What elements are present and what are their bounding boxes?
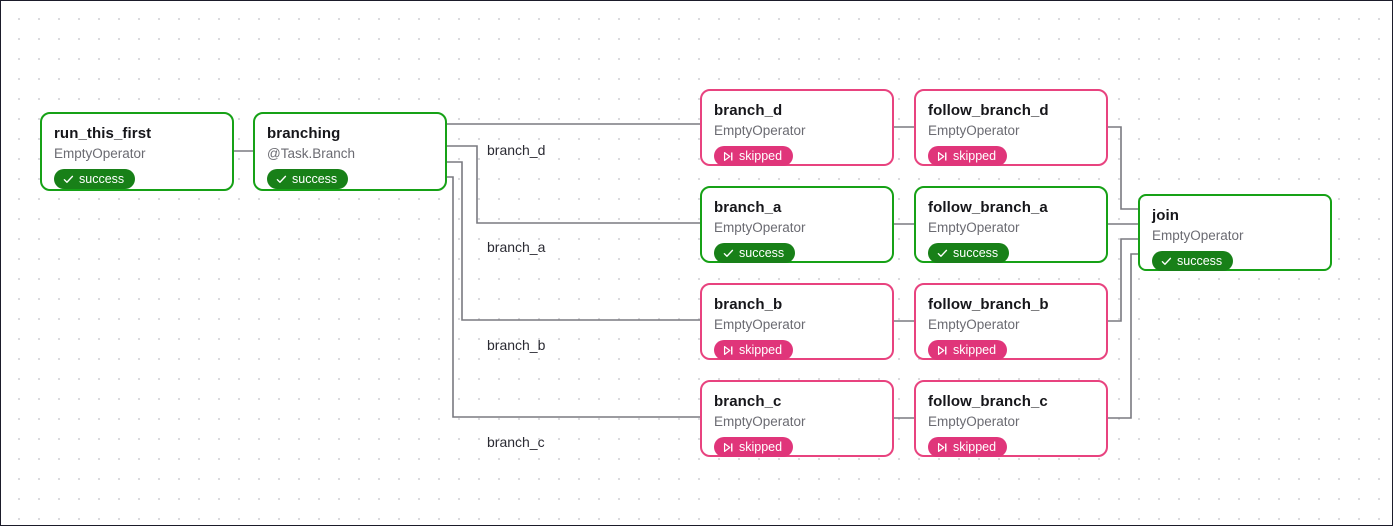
task-node-title: follow_branch_d [928,102,1049,119]
edge-label: branch_d [487,142,546,158]
edge-follow_branch_c-to-join [1108,253,1138,419]
status-badge[interactable]: skipped [714,340,794,360]
task-node-operator: EmptyOperator [928,220,1020,235]
status-badge[interactable]: skipped [928,437,1008,457]
task-node-branching[interactable]: branching @Task.Branch success [253,112,447,191]
skip-icon [723,442,734,453]
skip-icon [937,442,948,453]
edge-label: branch_b [487,337,546,353]
status-badge[interactable]: skipped [928,146,1008,166]
task-node-title: branch_d [714,102,783,119]
status-badge[interactable]: success [54,169,136,189]
task-node-title: follow_branch_b [928,296,1049,313]
status-badge-label: success [1177,254,1223,268]
task-node-title: run_this_first [54,125,152,142]
status-badge-label: skipped [953,440,997,454]
task-node-title: follow_branch_c [928,393,1048,410]
status-badge-label: skipped [953,149,997,163]
status-badge-label: success [292,172,338,186]
skip-icon [937,345,948,356]
task-node-operator: EmptyOperator [928,123,1020,138]
task-node-operator: EmptyOperator [714,123,806,138]
check-icon [1161,256,1172,267]
status-badge[interactable]: skipped [714,437,794,457]
status-badge-label: skipped [739,343,783,357]
status-badge-label: skipped [953,343,997,357]
edge-label: branch_a [487,239,546,255]
status-badge-label: success [953,246,999,260]
edge-label: branch_c [487,434,545,450]
status-badge-label: success [79,172,125,186]
task-node-operator: EmptyOperator [928,317,1020,332]
task-node-title: branching [267,125,341,142]
skip-icon [723,151,734,162]
status-badge[interactable]: success [1152,251,1234,271]
task-node-operator: EmptyOperator [1152,228,1244,243]
task-node-operator: EmptyOperator [928,414,1020,429]
task-node-title: branch_c [714,393,782,410]
status-badge-label: skipped [739,440,783,454]
task-node-operator: EmptyOperator [714,220,806,235]
edge-follow_branch_b-to-join [1108,238,1138,322]
edge-branching-to-branch_b [447,161,700,321]
check-icon [63,174,74,185]
skip-icon [723,345,734,356]
edge-branching-to-branch_c [447,176,700,418]
check-icon [276,174,287,185]
task-node-title: follow_branch_a [928,199,1048,216]
task-node-operator: EmptyOperator [714,414,806,429]
status-badge[interactable]: success [928,243,1010,263]
task-node-operator: @Task.Branch [267,146,355,161]
edge-follow_branch_d-to-join [1108,126,1138,210]
task-node-operator: EmptyOperator [714,317,806,332]
check-icon [937,248,948,259]
status-badge[interactable]: success [267,169,349,189]
task-node-title: join [1152,207,1180,224]
task-node-title: branch_a [714,199,782,216]
status-badge[interactable]: skipped [714,146,794,166]
skip-icon [937,151,948,162]
status-badge-label: skipped [739,149,783,163]
edge-branching-to-branch_a [447,145,700,224]
status-badge[interactable]: skipped [928,340,1008,360]
task-node-operator: EmptyOperator [54,146,146,161]
status-badge-label: success [739,246,785,260]
check-icon [723,248,734,259]
status-badge[interactable]: success [714,243,796,263]
task-node-title: branch_b [714,296,783,313]
